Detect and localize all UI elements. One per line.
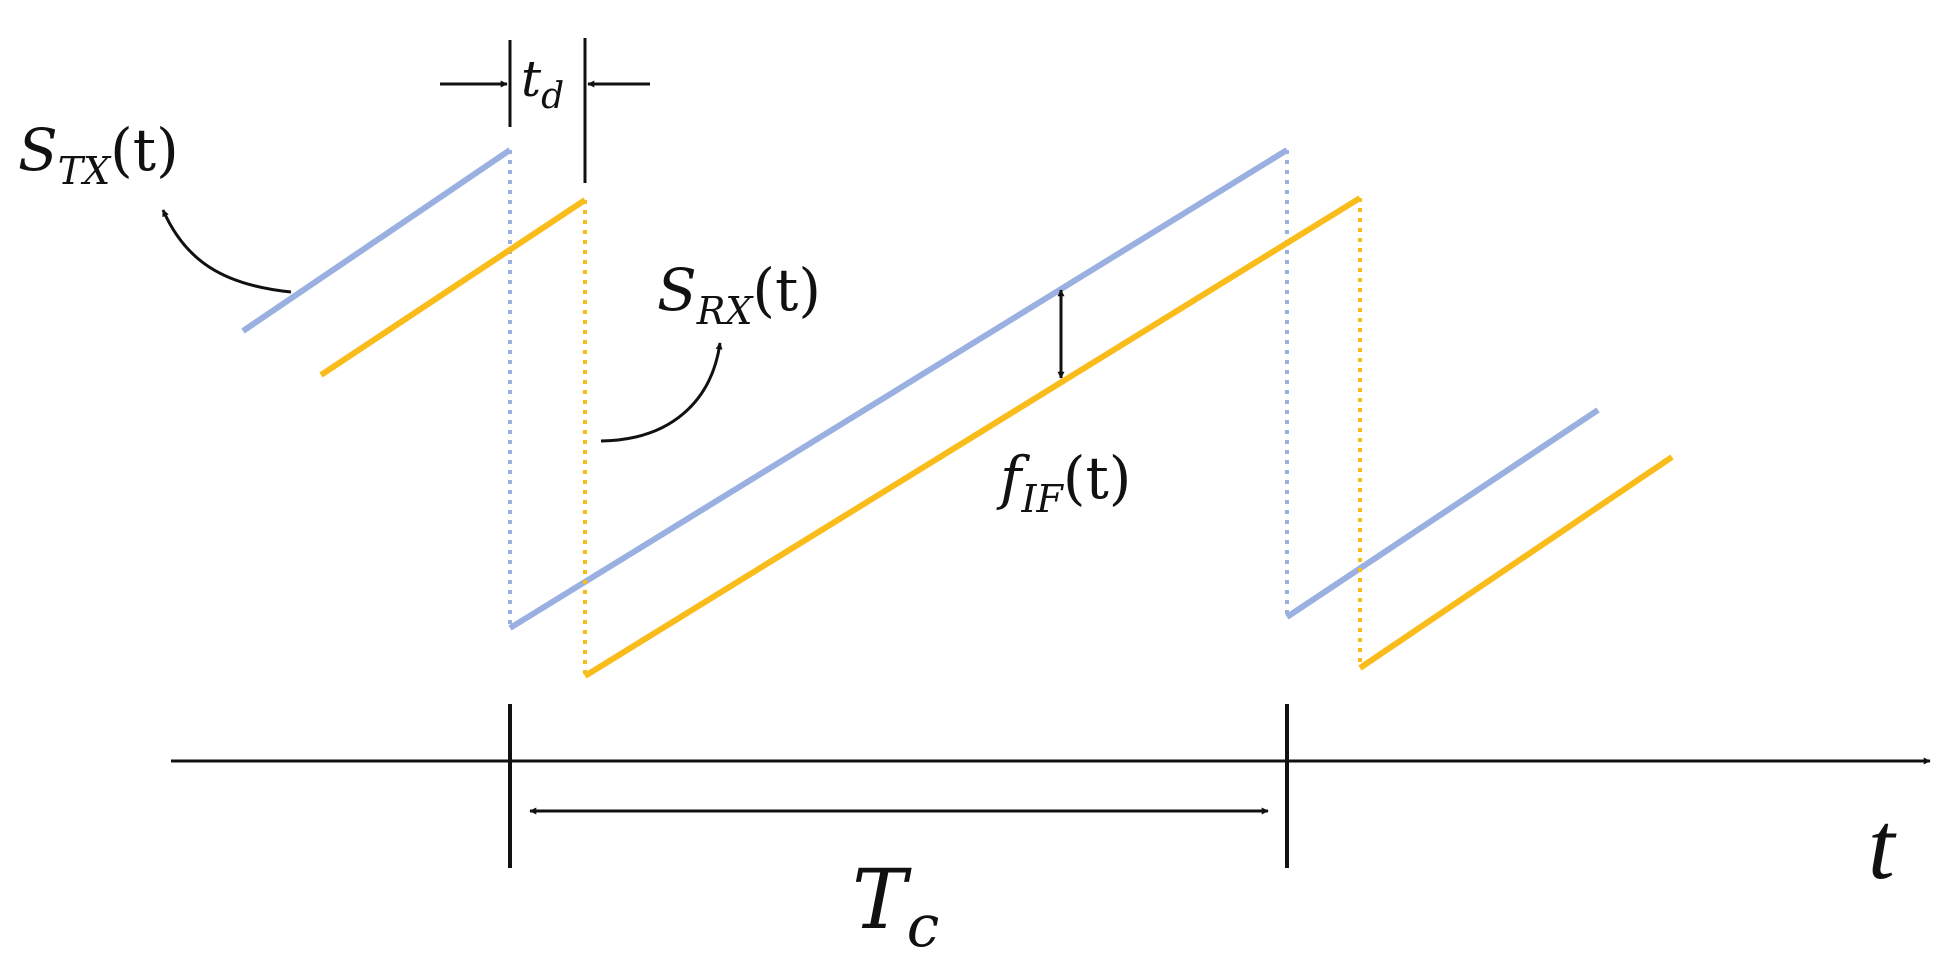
rx-chirp xyxy=(319,195,1674,679)
rx-ramp-1 xyxy=(319,197,587,378)
t-d-label: td xyxy=(521,50,564,117)
tx-chirp xyxy=(241,147,1600,631)
tx-ramp-3 xyxy=(1285,407,1600,620)
tx-ramp-2 xyxy=(508,147,1289,631)
t-c-label: Tc xyxy=(852,853,939,957)
tx-ramp-1 xyxy=(241,147,512,334)
s-rx-label: SRX(t) xyxy=(657,256,821,333)
f-if-label: fIF(t) xyxy=(996,444,1131,521)
time-axis xyxy=(171,704,1931,868)
s-tx-label: STX(t) xyxy=(18,116,179,193)
time-axis-label: t xyxy=(1868,792,1897,899)
rx-ramp-2 xyxy=(583,195,1362,679)
rx-ramp-3 xyxy=(1358,454,1674,671)
s-tx-pointer-arrow xyxy=(161,209,292,294)
s-rx-pointer-arrow xyxy=(600,342,723,443)
delay-marker xyxy=(440,38,650,183)
